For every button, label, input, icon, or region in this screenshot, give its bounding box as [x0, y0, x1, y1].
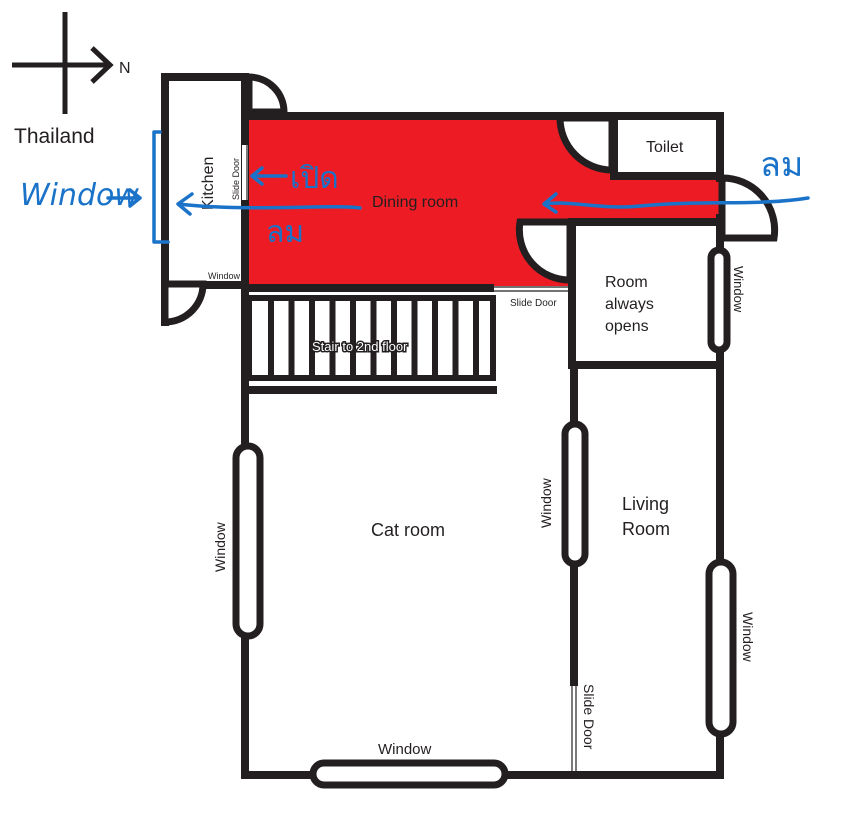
annotation-window-arrow-icon [106, 188, 142, 208]
window-cat-living [561, 420, 589, 568]
dining-room-label: Dining room [372, 194, 458, 211]
stair-tread [432, 300, 438, 376]
kitchen-door-arc [245, 73, 288, 116]
compass: N Thailand [12, 12, 131, 148]
window-bottom [309, 759, 509, 789]
stair-tread [411, 300, 418, 376]
annotation-bracket-icon [152, 130, 170, 244]
compass-north-label: N [119, 60, 131, 77]
kitchen-window-label: Window [208, 271, 241, 281]
toilet-fill [614, 116, 720, 176]
window-bottom-label: Window [378, 741, 432, 758]
stair-tread [350, 300, 356, 376]
stair-tread [288, 300, 295, 376]
window-living-east-label: Window [740, 612, 756, 663]
wind-annotations: Window เปิด ลม ลม [20, 130, 810, 250]
annotation-kitchen-arrow-icon [176, 192, 362, 216]
annotation-window-label: Window [20, 178, 139, 213]
stair-tread [473, 300, 479, 376]
stair-slide-door-label: Slide Door [510, 298, 557, 309]
room-opens-label-line3: opens [605, 318, 649, 335]
toilet-label: Toilet [646, 139, 684, 156]
stair-tread [309, 300, 315, 376]
window-cat-living-label: Window [538, 477, 554, 528]
living-slide-door-label: Slide Door [581, 684, 597, 750]
kitchen-slide-door-label: Slide Door [231, 158, 241, 200]
room-opens-label-line2: always [605, 296, 654, 313]
window-room-east-label: Window [731, 266, 746, 313]
kitchen-lower-door-arc [161, 280, 207, 326]
window-cat-west-label: Window [212, 521, 228, 572]
annotation-dining-arrow-icon [542, 192, 810, 214]
compass-arrow-icon [90, 46, 114, 84]
stair-tread [391, 300, 397, 376]
cat-room-label: Cat room [371, 520, 445, 540]
toilet-door-arc [556, 114, 616, 174]
annotation-wind-right-label: ลม [760, 145, 803, 185]
stair-tread [370, 300, 377, 376]
stair-treads [268, 300, 479, 376]
stair-tread [452, 300, 459, 376]
room-opens-door-arc [515, 218, 574, 284]
right-door-arc [718, 174, 779, 242]
room-opens-mask [572, 222, 720, 292]
window-cat-west [232, 442, 264, 640]
annotation-open-arrow-icon [250, 166, 288, 186]
window-living-east [705, 558, 737, 738]
living-room-label-line1: Living [622, 494, 669, 514]
kitchen-label: Kitchen [200, 157, 217, 210]
stair-tread [268, 300, 274, 376]
annotation-open-label: เปิด [290, 161, 339, 196]
window-room-east [707, 246, 731, 354]
country-label: Thailand [14, 125, 95, 148]
stair-tread [329, 300, 336, 376]
kitchen-walls [161, 73, 288, 326]
living-room-label-line2: Room [622, 519, 670, 539]
stair-label: Stair to 2nd floor [312, 339, 408, 354]
room-opens-label-line1: Room [605, 274, 648, 291]
annotation-wind-left-label: ลม [266, 215, 304, 250]
